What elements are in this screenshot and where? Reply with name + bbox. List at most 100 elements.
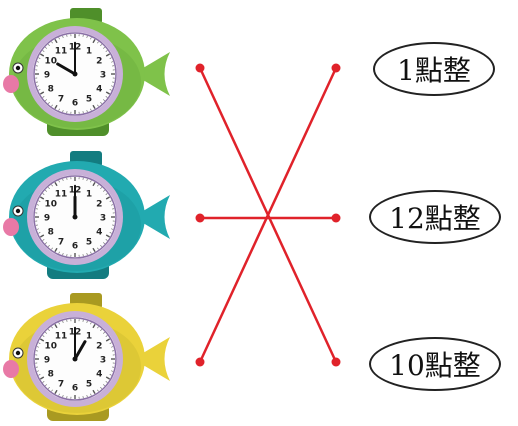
clock-tick bbox=[40, 53, 45, 57]
clock-tick bbox=[58, 37, 60, 40]
clock-tick bbox=[40, 196, 45, 200]
clock-tick bbox=[48, 387, 50, 389]
clock-tick bbox=[51, 41, 53, 44]
clock-tick bbox=[51, 247, 53, 250]
clock-tick bbox=[58, 393, 60, 396]
clock-tick bbox=[86, 110, 88, 113]
clock-tick bbox=[48, 44, 50, 46]
clock-tick bbox=[105, 234, 110, 238]
clock-tick bbox=[58, 322, 60, 325]
clock-tick bbox=[45, 332, 47, 334]
fish-lips bbox=[3, 218, 19, 236]
clock-tick bbox=[62, 395, 64, 398]
clock-tick bbox=[48, 245, 50, 247]
clock-tick bbox=[100, 44, 102, 46]
clock-numeral: 8 bbox=[48, 370, 54, 380]
clock-tick bbox=[105, 381, 108, 383]
clock-tick bbox=[100, 387, 102, 389]
clock-numeral: 8 bbox=[48, 85, 54, 95]
clock-tick bbox=[54, 39, 58, 44]
clock-numeral: 4 bbox=[96, 85, 102, 95]
clock-tick bbox=[105, 193, 108, 195]
clock-tick bbox=[51, 326, 53, 329]
clock-tick bbox=[92, 324, 96, 329]
clock-numeral: 9 bbox=[44, 214, 50, 224]
clock-pivot bbox=[72, 71, 78, 77]
clock-numeral: 2 bbox=[96, 57, 102, 67]
clock-tick bbox=[103, 332, 105, 334]
clock-tick bbox=[62, 35, 64, 38]
clock-tick bbox=[38, 232, 41, 234]
clock-numeral: 9 bbox=[44, 356, 50, 366]
clock-tick bbox=[90, 322, 92, 325]
clock-tick bbox=[100, 245, 102, 247]
clock-tick bbox=[111, 370, 114, 372]
clock-tick bbox=[103, 99, 105, 101]
clock-tick bbox=[105, 50, 108, 52]
clock-tick bbox=[45, 242, 47, 244]
clock-tick bbox=[36, 85, 39, 87]
clock-tick bbox=[109, 89, 112, 91]
time-label-1[interactable]: 1點整 bbox=[373, 42, 495, 96]
fish-pupil bbox=[15, 65, 21, 71]
clock-tick bbox=[86, 395, 88, 398]
clock-tick bbox=[58, 180, 60, 183]
clock-tick bbox=[42, 239, 45, 241]
clock-tick bbox=[109, 232, 112, 234]
clock-tick bbox=[111, 61, 114, 63]
clock-tick bbox=[62, 110, 64, 113]
clock-tick bbox=[90, 393, 92, 396]
clock-tick bbox=[62, 253, 64, 256]
time-label-1-text: 1點整 bbox=[397, 54, 471, 87]
clock-tick bbox=[62, 178, 64, 181]
clock-numeral: 6 bbox=[72, 242, 78, 252]
clock-tick bbox=[103, 47, 105, 49]
clock-numeral: 3 bbox=[100, 71, 106, 81]
fish-tail bbox=[133, 195, 170, 239]
clock-tick bbox=[40, 338, 45, 342]
clock-numeral: 8 bbox=[48, 228, 54, 238]
clock-tick bbox=[42, 50, 45, 52]
clock-numeral: 1 bbox=[86, 46, 92, 56]
fish-tail bbox=[133, 52, 170, 96]
clock-tick bbox=[40, 376, 45, 380]
clock-tick bbox=[90, 180, 92, 183]
clock-tick bbox=[97, 184, 99, 187]
clock-tick bbox=[97, 104, 99, 107]
match-line-3 bbox=[198, 67, 338, 363]
clock-tick bbox=[105, 91, 110, 95]
time-label-2[interactable]: 12點整 bbox=[369, 190, 501, 244]
clock-tick bbox=[90, 251, 92, 254]
clock-tick bbox=[111, 346, 114, 348]
clock-tick bbox=[105, 338, 110, 342]
clock-tick bbox=[105, 96, 108, 98]
clock-tick bbox=[62, 320, 64, 323]
clock-tick bbox=[105, 335, 108, 337]
left-dot-3 bbox=[195, 357, 205, 367]
clock-tick bbox=[92, 247, 96, 252]
clock-tick bbox=[109, 342, 112, 344]
clock-tick bbox=[100, 102, 102, 104]
clock-tick bbox=[42, 381, 45, 383]
clock-tick bbox=[54, 182, 58, 187]
clock-numeral: 10 bbox=[44, 200, 57, 210]
clock-tick bbox=[111, 228, 114, 230]
clock-tick bbox=[92, 39, 96, 44]
fish-pupil bbox=[15, 208, 21, 214]
clock-numeral: 4 bbox=[96, 370, 102, 380]
clock-tick bbox=[45, 190, 47, 192]
left-dot-2 bbox=[195, 213, 205, 223]
time-label-3[interactable]: 10點整 bbox=[369, 337, 501, 391]
clock-tick bbox=[97, 326, 99, 329]
clock-tick bbox=[111, 85, 114, 87]
clock-numeral: 5 bbox=[86, 238, 92, 248]
clock-tick bbox=[36, 204, 39, 206]
clock-numeral: 7 bbox=[58, 238, 64, 248]
clock-tick bbox=[111, 204, 114, 206]
clock-numeral: 3 bbox=[100, 356, 106, 366]
clock-numeral: 7 bbox=[58, 95, 64, 105]
clock-numeral: 6 bbox=[72, 384, 78, 394]
clock-numeral: 5 bbox=[86, 95, 92, 105]
clock-numeral: 7 bbox=[58, 380, 64, 390]
